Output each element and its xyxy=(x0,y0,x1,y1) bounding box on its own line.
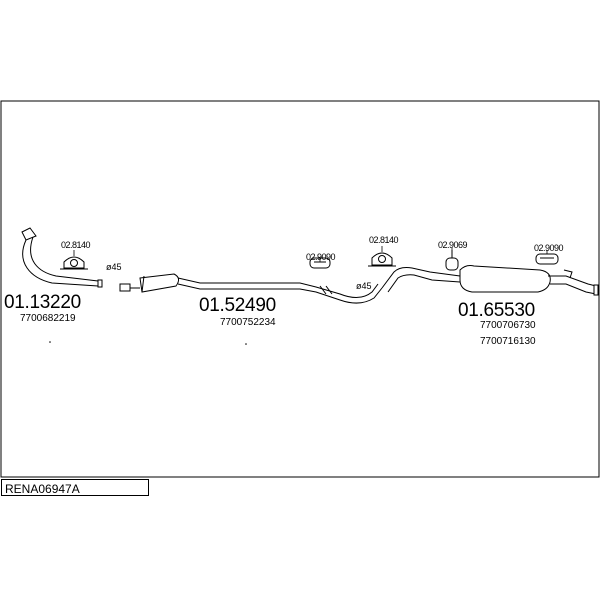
part-number-middle: 01.52490 xyxy=(199,295,276,316)
oe-number-rear-2: 7700716130 xyxy=(480,336,536,347)
part-number-rear: 01.65530 xyxy=(458,300,535,321)
marker-dot-1 xyxy=(49,341,51,343)
diameter-label-2: ø45 xyxy=(356,281,372,291)
diagram-frame xyxy=(0,100,600,478)
front-pipe xyxy=(21,227,103,288)
fitting-label-hanger-9069: 02.9069 xyxy=(438,240,468,250)
leader-lines xyxy=(73,246,548,262)
fitting-label-clamp-1: 02.8140 xyxy=(61,240,91,250)
marker-dot-2 xyxy=(245,343,247,345)
oe-number-middle: 7700752234 xyxy=(220,317,276,328)
fitting-label-hanger-right: 02.9090 xyxy=(534,243,564,253)
hanger-right xyxy=(535,253,559,265)
clamp-2 xyxy=(368,252,396,267)
reference-code: RENA06947A xyxy=(5,482,80,496)
rear-section xyxy=(381,265,599,296)
diameter-label-1: ø45 xyxy=(106,262,122,272)
hanger-9069 xyxy=(445,250,459,271)
clamp-1 xyxy=(60,256,88,270)
fitting-label-clamp-2: 02.8140 xyxy=(369,235,399,245)
reference-box: RENA06947A xyxy=(1,479,149,496)
fitting-label-hanger-center: 02.9090 xyxy=(306,252,336,262)
part-number-front-pipe: 01.13220 xyxy=(4,292,81,313)
oe-number-front-pipe: 7700682219 xyxy=(20,313,76,324)
oe-number-rear-1: 7700706730 xyxy=(480,320,536,331)
middle-section xyxy=(119,273,383,304)
